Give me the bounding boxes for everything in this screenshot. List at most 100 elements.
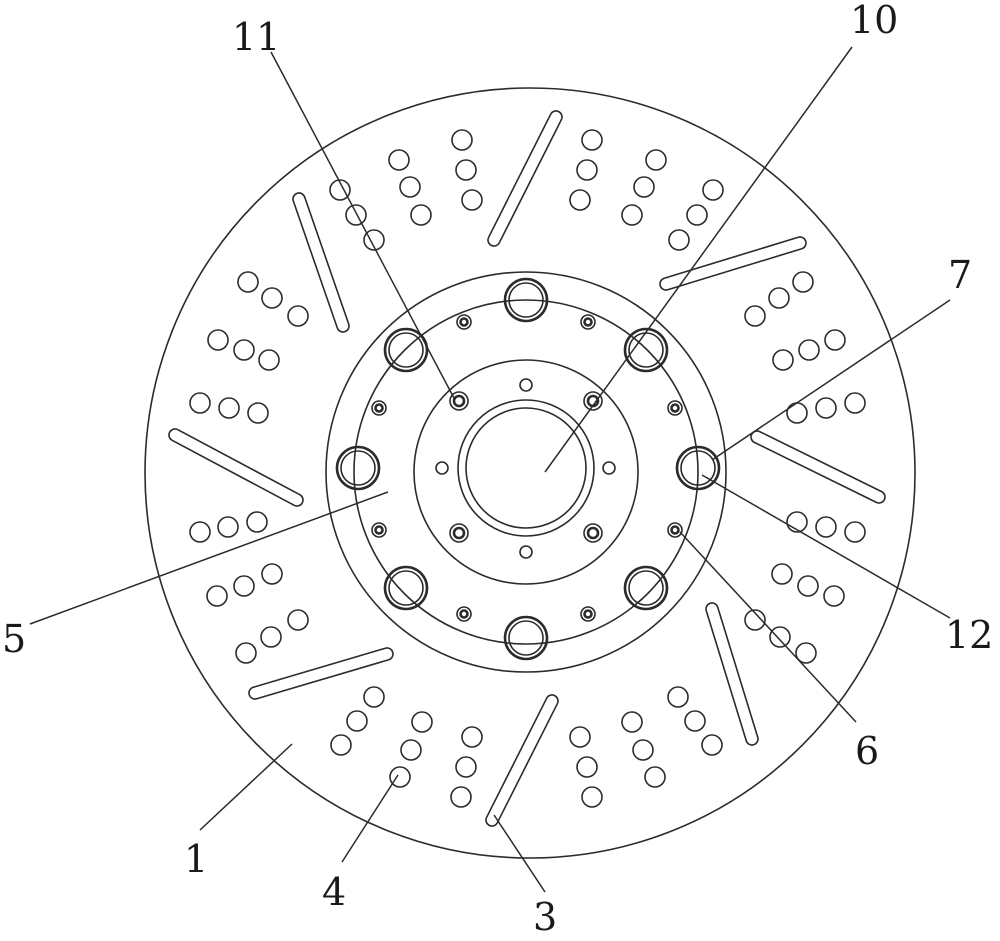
vent-hole [363, 229, 385, 251]
mount-bushing [508, 282, 544, 318]
mount-hole [503, 277, 549, 323]
vent-hole [645, 149, 667, 171]
vent-hole [824, 329, 846, 351]
small-bolt-core [374, 525, 384, 535]
slot [248, 647, 394, 700]
vent-hole-group [189, 129, 866, 808]
small-bolt-core [670, 403, 680, 413]
small-bolt [580, 606, 596, 622]
vent-hole [400, 739, 422, 761]
outer-disc [144, 87, 916, 859]
mount-hole-group [335, 277, 721, 661]
mount-hole [503, 615, 549, 661]
vent-hole [668, 229, 690, 251]
slot [487, 110, 563, 247]
leader-10 [544, 46, 853, 473]
inner-bolt [449, 391, 469, 411]
vent-hole [287, 305, 309, 327]
vent-hole [797, 575, 819, 597]
vent-hole [218, 397, 240, 419]
vent-hole [346, 710, 368, 732]
vent-hole [798, 339, 820, 361]
vent-hole [451, 129, 473, 151]
vent-hole [410, 204, 432, 226]
vent-hole [261, 563, 283, 585]
small-bolt-core [583, 317, 593, 327]
pin-hole [519, 545, 533, 559]
label-1: 1 [184, 837, 208, 881]
vent-hole [217, 516, 239, 538]
vent-hole [411, 711, 433, 733]
vent-hole [769, 626, 791, 648]
vent-hole [633, 176, 655, 198]
vent-hole [621, 711, 643, 733]
mount-hole [623, 327, 669, 373]
slot [659, 236, 807, 291]
label-4: 4 [322, 870, 346, 914]
leader-12 [701, 474, 951, 619]
vent-hole [235, 642, 257, 664]
leader-1 [199, 743, 293, 831]
pin-hole [602, 461, 616, 475]
vent-hole [844, 521, 866, 543]
inner-bolt [449, 523, 469, 543]
vent-hole [667, 686, 689, 708]
center-bore-inner [465, 407, 587, 529]
mount-hole [675, 445, 721, 491]
vent-hole [247, 402, 269, 424]
vent-hole [569, 189, 591, 211]
leader-5 [29, 491, 389, 625]
label-7: 7 [948, 253, 972, 297]
vent-hole [233, 339, 255, 361]
vent-hole [189, 521, 211, 543]
vent-hole [287, 609, 309, 631]
vent-hole [815, 397, 837, 419]
inner-bolt [583, 391, 603, 411]
leader-11 [270, 51, 456, 401]
leader-3 [493, 814, 546, 893]
label-12: 12 [945, 613, 993, 657]
vent-hole [345, 204, 367, 226]
small-bolt-core [459, 609, 469, 619]
pin-hole [435, 461, 449, 475]
slot [705, 602, 759, 746]
mount-bushing [388, 570, 424, 606]
vent-hole [581, 786, 603, 808]
vent-hole [581, 129, 603, 151]
vent-hole [388, 149, 410, 171]
slot [292, 192, 350, 333]
slot-group [168, 110, 886, 827]
inner-bolt-core [586, 526, 600, 540]
vent-hole [455, 756, 477, 778]
mount-bushing [388, 332, 424, 368]
leader-6 [679, 531, 857, 723]
hub-outer-ring [325, 271, 727, 673]
vent-hole [576, 159, 598, 181]
small-bolt [456, 606, 472, 622]
small-bolt-core [459, 317, 469, 327]
small-bolt-core [374, 403, 384, 413]
vent-hole [644, 766, 666, 788]
pin-hole-group [435, 378, 616, 559]
vent-hole [260, 626, 282, 648]
vent-hole [206, 585, 228, 607]
vent-hole [455, 159, 477, 181]
vent-hole [207, 329, 229, 351]
vent-hole [684, 710, 706, 732]
vent-hole [246, 511, 268, 533]
small-bolt [371, 522, 387, 538]
vent-hole [258, 349, 280, 371]
label-6: 6 [855, 729, 879, 773]
small-bolt [371, 400, 387, 416]
vent-hole [815, 516, 837, 538]
vent-hole [792, 271, 814, 293]
inner-bolt-group [449, 391, 603, 543]
inner-bolt-core [452, 394, 466, 408]
label-10: 10 [850, 0, 898, 42]
vent-hole [772, 349, 794, 371]
vent-hole [786, 511, 808, 533]
vent-hole [744, 305, 766, 327]
mount-bushing [628, 570, 664, 606]
small-bolt-core [670, 525, 680, 535]
